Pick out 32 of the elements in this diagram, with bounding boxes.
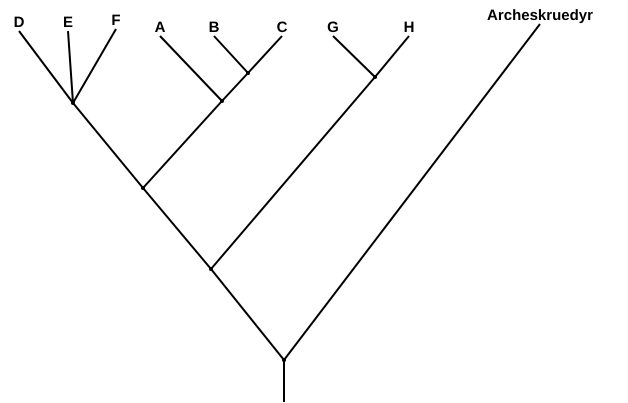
taxon-label: H — [404, 20, 414, 36]
branch-line — [283, 360, 285, 402]
branch-line — [247, 35, 283, 74]
branch-line — [159, 35, 223, 102]
branch-point — [209, 267, 213, 271]
taxon-label: C — [276, 20, 288, 36]
branch-point — [71, 101, 75, 105]
branch-line — [332, 35, 376, 78]
taxon-label: A — [154, 20, 166, 36]
taxon-label: B — [208, 20, 220, 36]
branch-line — [18, 30, 74, 104]
branch-line — [72, 102, 144, 189]
branch-line — [142, 187, 212, 270]
branch-point — [220, 99, 224, 103]
branch-line — [67, 30, 74, 104]
taxon-label: G — [327, 20, 339, 36]
branch-point — [141, 186, 145, 190]
branch-line — [213, 35, 249, 74]
branch-line — [210, 268, 285, 361]
branch-line — [283, 23, 541, 361]
branch-line — [210, 76, 376, 270]
taxon-label: F — [111, 13, 121, 29]
branch-line — [374, 35, 410, 78]
taxon-label: E — [63, 15, 73, 31]
branch-line — [72, 28, 117, 104]
branch-line — [221, 72, 249, 102]
taxon-label: D — [14, 15, 24, 31]
branch-point — [282, 358, 286, 362]
branch-point — [246, 71, 250, 75]
branch-point — [373, 75, 377, 79]
taxon-label: Archeskruedyr — [487, 8, 593, 24]
branch-line — [142, 100, 223, 189]
